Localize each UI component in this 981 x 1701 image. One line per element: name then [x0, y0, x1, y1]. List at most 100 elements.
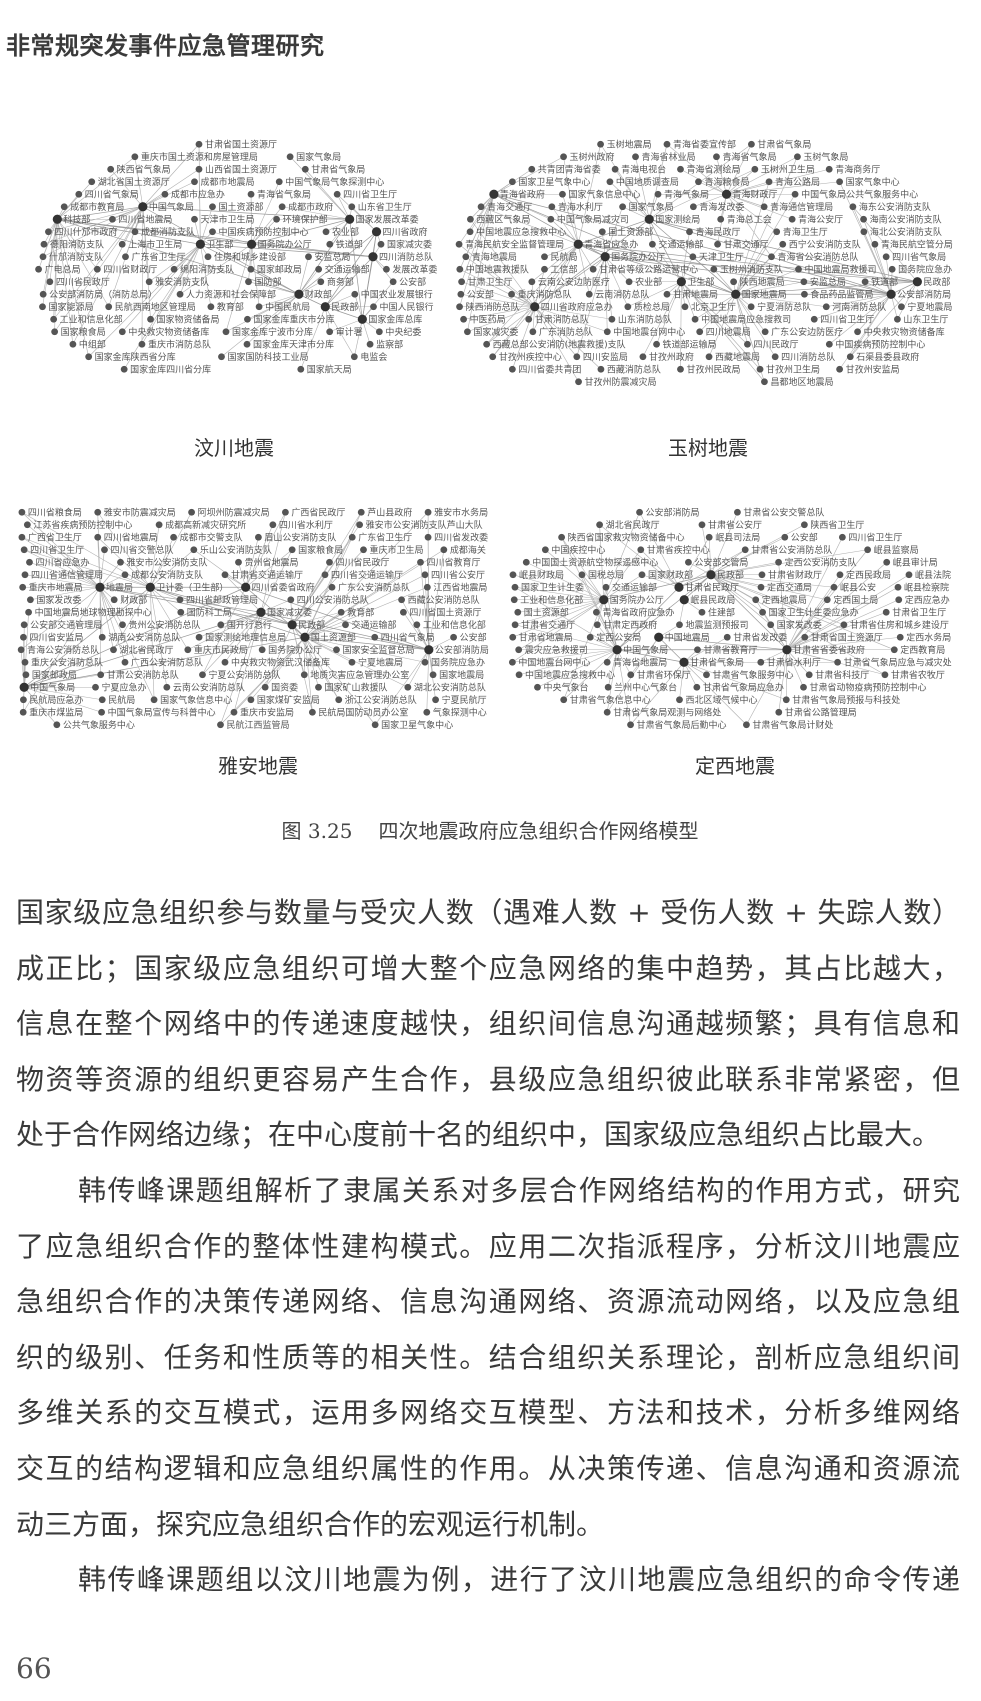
network-edge: [683, 662, 747, 725]
network-node: [693, 683, 701, 691]
network-node-label: 甘肃省公安交警总队: [743, 507, 824, 519]
network-node-label: 中国气象局: [623, 644, 668, 656]
network-node-label: 四川省地震局: [104, 532, 158, 544]
network-edge: [24, 574, 101, 588]
network-node: [217, 621, 225, 629]
network-edges: [512, 512, 910, 725]
network-node-label: 国家发展改革委: [356, 214, 419, 226]
network-node-label: 青海省林业局: [642, 151, 696, 163]
network-hub-node: [145, 582, 155, 592]
network-node: [775, 558, 782, 566]
network-node-label: 湖北省民政厅: [606, 519, 660, 531]
network-edge: [260, 599, 291, 613]
network-edge: [122, 244, 201, 332]
network-hub-node: [600, 252, 610, 262]
network-edge: [850, 281, 918, 357]
network-node-label: 云南公安消防总队: [173, 682, 245, 694]
network-edge: [427, 537, 430, 650]
network-node: [608, 315, 616, 323]
network-labels: 四川省粮食局雅安市防震减灾局阿坝州防震减灾局广西省民政厅芦山县政府雅安市水务局江…: [27, 507, 489, 732]
network-edge: [220, 612, 262, 725]
network-hub-node: [138, 202, 148, 212]
network-hub-node: [573, 239, 583, 249]
network-node-label: 甘肃公安消防总队: [107, 669, 179, 681]
network-edge: [514, 586, 604, 601]
network-node: [696, 328, 704, 336]
network-node-label: 国防科工局: [187, 607, 232, 619]
network-node: [366, 340, 374, 348]
network-edge: [616, 574, 712, 651]
network-edge: [693, 193, 727, 208]
network-node-label: 中国地震台网中心: [518, 657, 590, 669]
network-node: [247, 265, 255, 273]
network-edge: [304, 636, 353, 663]
network-node: [871, 240, 879, 248]
network-node-label: 甘肃省气象局应急办: [703, 682, 784, 694]
network-node-label: 四川省安监局: [29, 632, 83, 644]
network-edge: [680, 168, 727, 195]
network-node-label: 安监总局: [810, 276, 846, 288]
network-node: [767, 621, 775, 629]
network-node: [508, 178, 516, 186]
network-node-label: 甘孜州防震减灾局: [585, 376, 657, 388]
network-node-label: 中国地震应急搜救中心: [476, 226, 566, 238]
network-edge: [577, 144, 601, 245]
network-node-label: 青海公安厅: [798, 214, 843, 226]
network-node: [315, 265, 323, 273]
network-edge: [428, 636, 454, 651]
network-edge: [683, 662, 698, 688]
network-node: [846, 353, 854, 361]
network-edge: [597, 624, 618, 650]
network-node-label: 雅安市公安消防支队: [126, 557, 207, 569]
network-node-label: 四川省气象局: [892, 251, 946, 263]
network-node-label: 工业和信息化部: [520, 594, 583, 606]
network-node-label: 湖南公安消防总队: [108, 632, 180, 644]
network-node-label: 甘肃省水利厅: [767, 657, 821, 669]
body-line: 急组织合作的决策传递网络、信息沟通网络、资源流动网络，以及应急组: [16, 1285, 960, 1319]
network-edge: [561, 537, 618, 650]
network-node: [586, 633, 594, 641]
network-node-label: 甘肃省气象局预报与科技处: [792, 694, 900, 706]
network-edge: [57, 206, 143, 220]
network-node: [20, 696, 27, 704]
network-node-label: 西藏地震局: [715, 351, 760, 363]
network-edge: [150, 524, 160, 588]
network-node: [21, 658, 29, 666]
network-node-label: 国家卫生计生委应急办: [769, 607, 859, 619]
network-node-label: 四川省交通运输厅: [331, 569, 403, 581]
network-edge: [561, 537, 604, 600]
network-node: [17, 646, 25, 654]
network-node: [131, 228, 139, 236]
network-edge: [694, 293, 736, 320]
network-node-label: 四川省民政厅: [335, 557, 389, 569]
network-edge: [515, 599, 604, 626]
network-node-label: 民航局国防动员办公室: [318, 707, 408, 719]
network-node: [782, 696, 790, 704]
network-edge: [726, 181, 840, 195]
network-node: [35, 265, 42, 273]
network-node: [730, 278, 738, 286]
network-hub-node: [246, 239, 257, 249]
network-node: [20, 621, 28, 629]
network-hub-node: [95, 582, 105, 592]
network-edge: [635, 156, 650, 220]
network-node-label: 四川省财政厅: [103, 264, 157, 276]
network-edge: [304, 637, 376, 725]
network-node-label: 青海公安消防总队: [27, 644, 99, 656]
network-node: [383, 265, 390, 273]
network-node: [287, 596, 295, 604]
network-edge: [304, 636, 426, 663]
network-node: [676, 621, 683, 629]
network-node-label: 教育部: [347, 607, 374, 619]
network-node: [247, 190, 255, 198]
network-edge: [304, 612, 342, 638]
network-edge: [260, 611, 429, 651]
network-edge: [492, 244, 579, 357]
network-node-label: 青海省地震局: [613, 657, 667, 669]
network-node-label: 中国地质调查局: [616, 176, 679, 188]
network-node: [337, 608, 345, 616]
body-line: 韩传峰课题组解析了隶属关系对多层合作网络结构的作用方式，研究: [78, 1173, 960, 1207]
network-node-label: 青海公路局: [775, 176, 820, 188]
network-edge: [260, 611, 293, 626]
network-node-label: 青海省应急办: [584, 239, 638, 251]
